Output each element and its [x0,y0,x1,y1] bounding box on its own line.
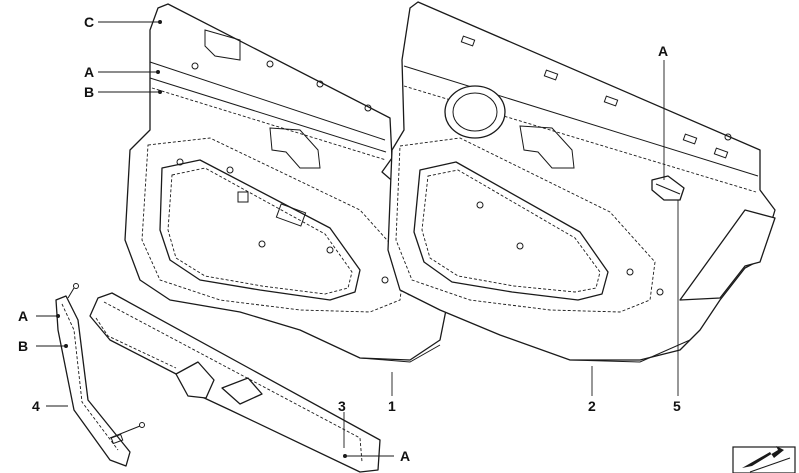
door-trim-panel-left [124,3,449,363]
callout-A-right-panel: A [658,43,668,59]
callout-labels: C A B A B 4 3 A 1 2 A 5 [18,14,681,464]
callout-1-panel: 1 [388,398,396,414]
callout-B-handle: B [18,338,28,354]
grab-handle [55,283,145,467]
callout-C-left-panel: C [84,14,94,30]
callout-4-handle: 4 [32,398,40,414]
door-trim-panel-right [387,1,776,363]
armrest-trim [89,292,381,473]
callout-3-armrest: 3 [338,398,346,414]
callout-A-left-panel: A [84,64,94,80]
leader-lines [36,20,679,458]
diagram-arrow-badge-icon [732,446,796,473]
panel-clips-right [460,35,732,296]
callout-2-panel: 2 [588,398,596,414]
callout-A-handle: A [18,308,28,324]
callout-A-armrest: A [400,448,410,464]
callout-5-switch: 5 [673,398,681,414]
callout-B-left-panel: B [84,84,94,100]
